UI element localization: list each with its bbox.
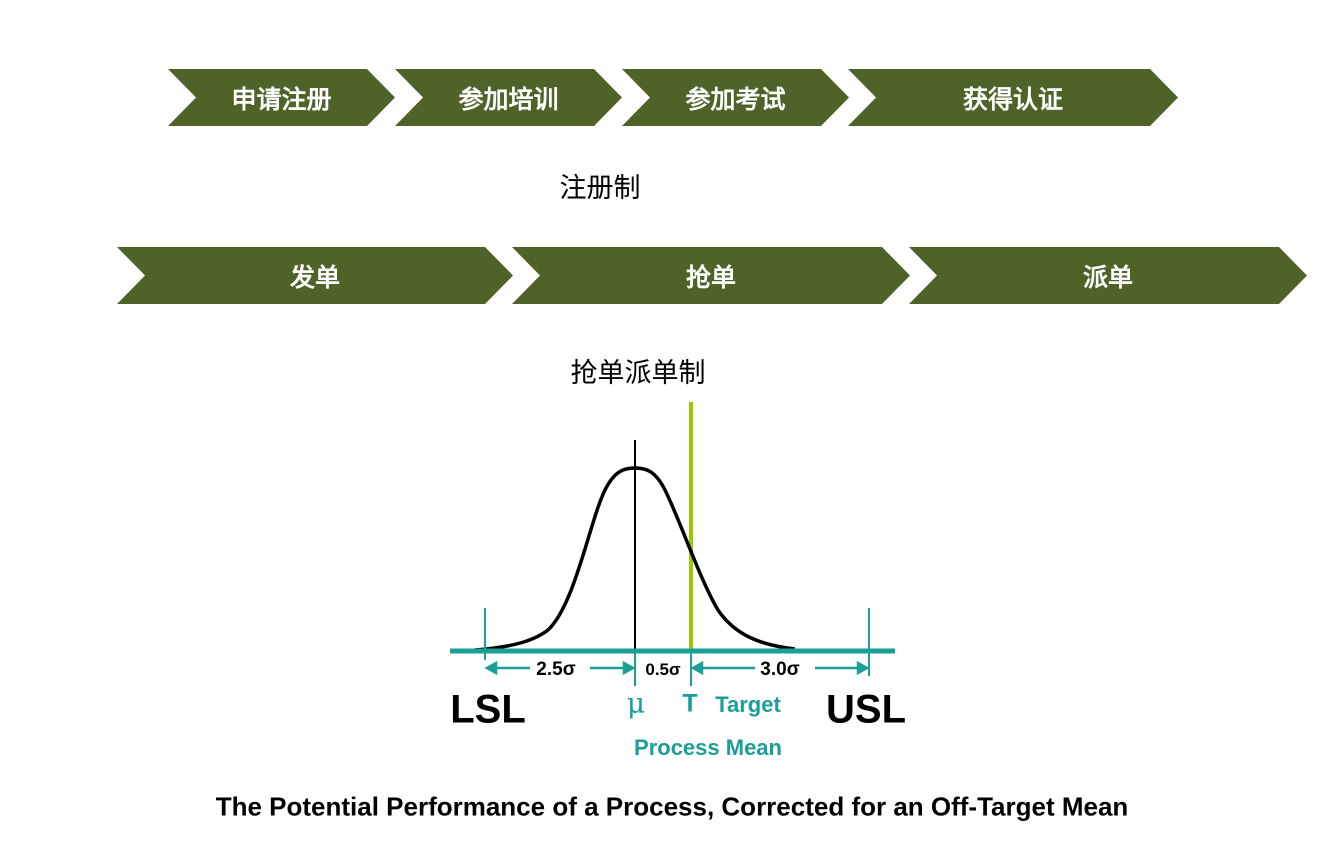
mu-label: μ [626,686,646,720]
span-3-0-sigma: 3.0σ [760,659,800,680]
step-publish-order: 发单 [117,247,513,304]
step-assign-order: 派单 [909,247,1307,304]
step-label: 申请注册 [231,84,332,114]
target-label: Target [715,692,781,717]
distribution-curve [474,466,796,652]
span-0-5-sigma: 0.5σ [645,660,681,679]
step-take-exam: 参加考试 [622,69,849,126]
step-label: 获得认证 [962,84,1063,114]
step-apply-register: 申请注册 [168,69,395,126]
registration-title: 注册制 [559,173,641,204]
target-symbol: T [682,689,698,718]
lsl-label: LSL [450,687,526,732]
step-label: 发单 [289,262,340,292]
step-grab-order: 抢单 [512,247,910,304]
step-label: 抢单 [685,262,736,292]
diagram-caption: The Potential Performance of a Process, … [215,791,1129,822]
step-label: 派单 [1082,262,1133,292]
step-label: 参加考试 [685,84,786,114]
step-get-certified: 获得认证 [848,69,1178,126]
span-2-5-sigma: 2.5σ [536,659,576,680]
dispatch-title: 抢单派单制 [570,358,706,389]
process-mean-label: Process Mean [634,735,782,760]
step-attend-training: 参加培训 [395,69,622,126]
usl-label: USL [826,687,906,732]
step-label: 参加培训 [458,84,559,114]
